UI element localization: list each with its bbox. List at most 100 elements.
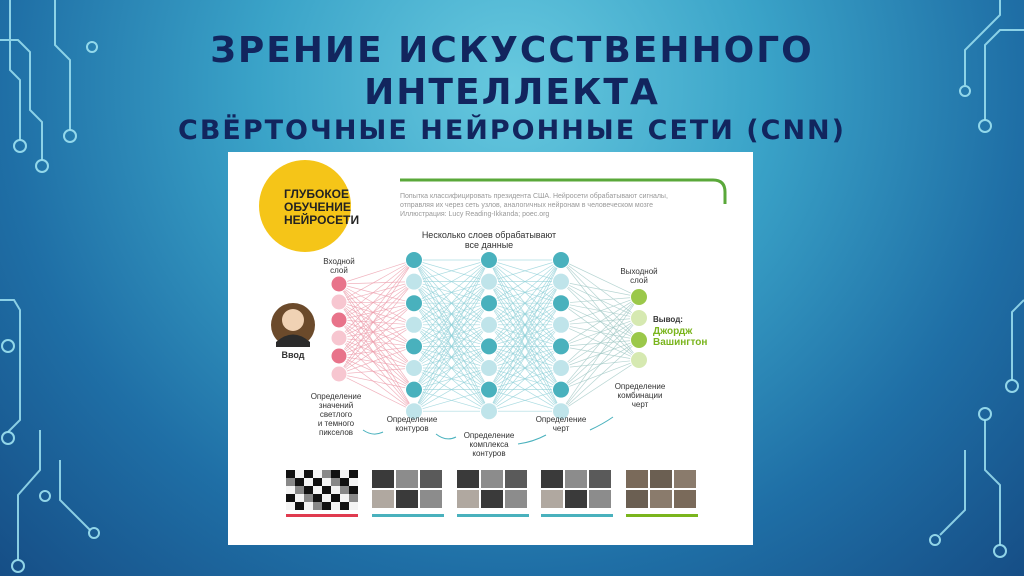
feature-tile bbox=[589, 490, 611, 508]
arrow-stage2 bbox=[435, 433, 457, 440]
feature-tile bbox=[396, 490, 418, 508]
network-node bbox=[330, 329, 348, 347]
pixel-cell bbox=[313, 478, 322, 486]
network-node bbox=[480, 294, 498, 313]
network-edge bbox=[338, 319, 415, 369]
pixel-cell bbox=[304, 470, 313, 478]
feature-tile bbox=[650, 470, 672, 488]
pixel-cell bbox=[295, 494, 304, 502]
network-edge bbox=[560, 281, 640, 298]
feature-tile bbox=[420, 490, 442, 508]
pixel-cell bbox=[340, 494, 349, 502]
network-edge bbox=[413, 367, 490, 412]
network-edge bbox=[338, 302, 415, 339]
network-node bbox=[630, 309, 648, 327]
network-edge bbox=[560, 346, 640, 361]
stage3-line1: Определение bbox=[464, 431, 515, 440]
network-edge bbox=[338, 259, 415, 375]
pixel-cell bbox=[331, 486, 340, 494]
network-edge bbox=[338, 301, 415, 369]
network-edge bbox=[560, 259, 640, 298]
stage1-line2: значений bbox=[319, 401, 353, 410]
network-edge bbox=[338, 337, 415, 347]
network-edge bbox=[413, 259, 490, 282]
stage1-line5: пикселов bbox=[319, 428, 353, 437]
pixel-cell bbox=[349, 478, 358, 486]
network-edge bbox=[413, 259, 490, 369]
feature-tile bbox=[674, 470, 696, 488]
network-edge bbox=[338, 301, 415, 390]
slide-title-line2: ИНТЕЛЛЕКТА bbox=[364, 72, 660, 113]
arrow-stage4 bbox=[589, 416, 614, 431]
network-edge bbox=[488, 324, 562, 412]
network-edge bbox=[338, 281, 415, 321]
network-node bbox=[330, 365, 348, 383]
pixel-cell bbox=[331, 478, 340, 486]
network-edge bbox=[338, 259, 415, 321]
network-node bbox=[480, 359, 498, 377]
network-node bbox=[480, 315, 498, 334]
badge-line1: ГЛУБОКОЕ bbox=[284, 187, 349, 201]
network-edge bbox=[338, 355, 415, 369]
network-node bbox=[330, 275, 348, 293]
hidden-layers-label-line1: Несколько слоев обрабатывают bbox=[422, 230, 556, 240]
network-edge bbox=[338, 355, 415, 390]
network-edge bbox=[338, 337, 415, 369]
network-edge bbox=[338, 373, 415, 412]
pixel-cell bbox=[322, 486, 331, 494]
feature-tile bbox=[541, 470, 563, 488]
network-node bbox=[552, 402, 570, 421]
network-edge bbox=[488, 389, 562, 412]
network-node bbox=[480, 251, 498, 269]
caption-line1: Попытка классифицировать президента США.… bbox=[400, 192, 668, 200]
network-edge bbox=[560, 339, 640, 412]
pixel-cell bbox=[331, 502, 340, 510]
pixel-cell bbox=[295, 470, 304, 478]
network-node bbox=[330, 293, 348, 311]
feature-tile bbox=[589, 470, 611, 488]
network-edge bbox=[560, 317, 640, 412]
network-edge bbox=[338, 281, 415, 375]
network-node bbox=[552, 359, 570, 377]
network-node bbox=[552, 315, 570, 334]
network-node bbox=[630, 351, 648, 369]
network-edge bbox=[338, 259, 415, 357]
network-edge bbox=[338, 283, 415, 347]
network-edge bbox=[560, 296, 640, 412]
network-edge bbox=[488, 367, 562, 412]
network-edge bbox=[338, 346, 415, 375]
feature-tile bbox=[396, 470, 418, 488]
stage3-line3: контуров bbox=[472, 449, 505, 458]
output-layer-label-line1: Выходной bbox=[620, 267, 657, 276]
feature-tile bbox=[674, 490, 696, 508]
network-edge bbox=[413, 389, 490, 412]
network-edge bbox=[338, 283, 415, 304]
network-edge bbox=[338, 302, 415, 321]
network-node bbox=[630, 288, 648, 306]
network-edge bbox=[488, 259, 562, 347]
network-edge bbox=[338, 337, 415, 390]
network-node bbox=[552, 294, 570, 313]
arrow-stage1 bbox=[362, 429, 384, 435]
feature-tile bbox=[420, 470, 442, 488]
pixel-cell bbox=[304, 502, 313, 510]
pixel-cell bbox=[349, 470, 358, 478]
pixel-cell bbox=[313, 470, 322, 478]
network-node bbox=[405, 337, 423, 356]
network-edge bbox=[560, 296, 640, 390]
network-edge bbox=[488, 259, 562, 304]
pixel-cell bbox=[286, 502, 295, 510]
network-edge bbox=[488, 259, 562, 390]
network-edge bbox=[413, 281, 490, 412]
network-edge bbox=[560, 296, 640, 326]
network-node bbox=[405, 251, 423, 269]
pixel-cell bbox=[304, 486, 313, 494]
stage2-line1: Определение bbox=[387, 415, 438, 424]
pixel-cell bbox=[340, 502, 349, 510]
network-edge bbox=[560, 296, 640, 304]
slide-title-line1: ЗРЕНИЕ ИСКУССТВЕННОГО bbox=[210, 30, 814, 71]
network-edge bbox=[560, 324, 640, 361]
pixel-cell bbox=[331, 470, 340, 478]
pixel-cell bbox=[349, 502, 358, 510]
arrow-stage3 bbox=[517, 434, 547, 445]
